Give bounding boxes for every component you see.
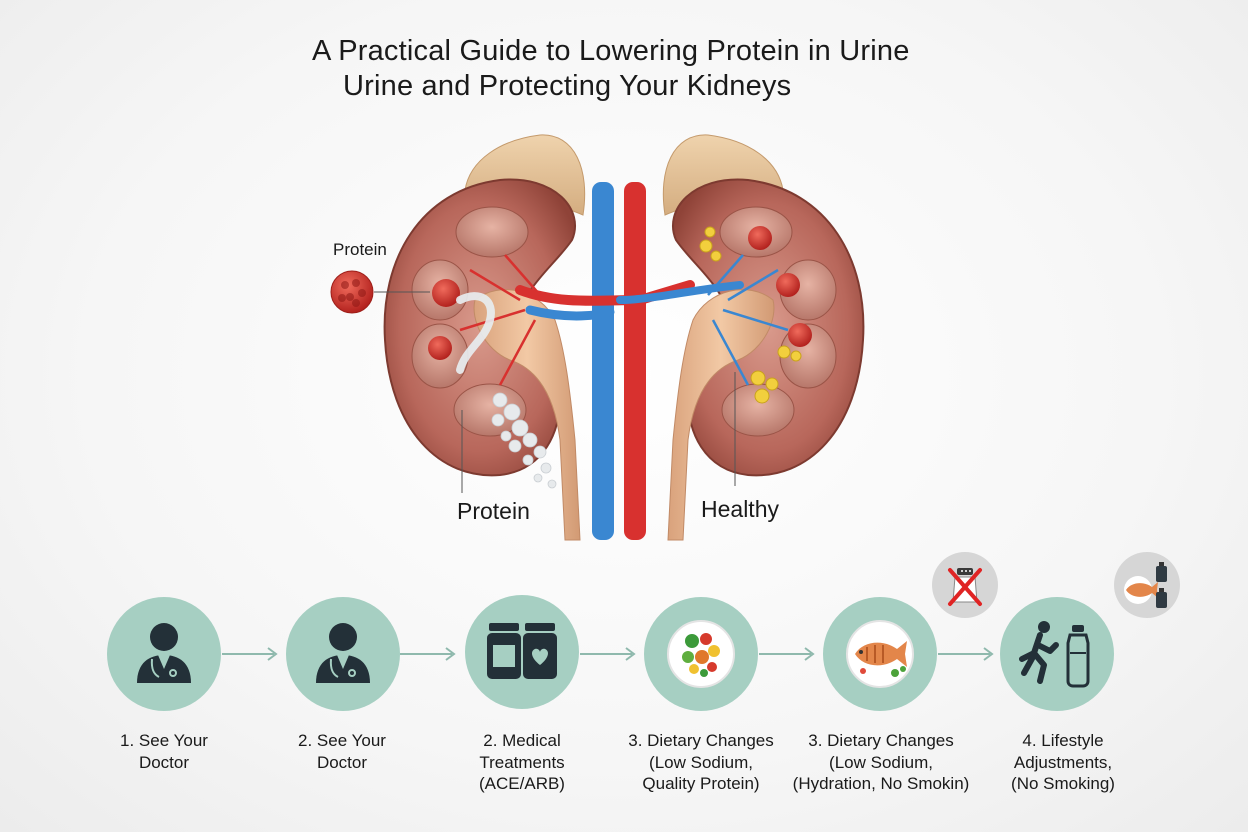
step-label-5-line-2: (Low Sodium, [829,752,933,772]
step-label-1-line-1: 1. See Your [120,731,208,750]
step-arrow-1 [222,647,278,661]
step-label-4-line-2: (Low Sodium, [649,752,753,772]
step-label-5: 3. Dietary Changes (Low Sodium, (Hydrati… [783,730,979,795]
step-label-6-line-3: (No Smoking) [1011,774,1115,793]
fish-water-icon [1124,562,1167,608]
step-label-2: 2. See Your Doctor [247,730,437,773]
medicine-bottles-icon [487,623,557,679]
doctor-icon [316,623,370,683]
step-label-4-line-1: 3. Dietary Changes [628,731,774,750]
step-label-3-line-1: 2. Medical [483,731,561,750]
healthy-kidney-label: Healthy [701,496,779,522]
step-label-6: 4. Lifestyle Adjustments, (No Smoking) [968,730,1158,795]
step-label-2-line-2: Doctor [316,752,368,772]
healthy-plate-icon [667,620,735,688]
page-title-line-2: Urine and Protecting Your Kidneys [343,70,792,102]
protein-callout-label: Protein [333,240,387,259]
no-salt-badge [932,552,998,618]
page-title-line-1: A Practical Guide to Lowering Protein in… [312,35,910,67]
step-label-6-line-1: 4. Lifestyle [1022,731,1104,750]
fish-water-badge [1114,552,1180,618]
step-label-4: 3. Dietary Changes (Low Sodium, Quality … [606,730,796,795]
step-label-4-line-3: Quality Protein) [642,774,760,793]
step-label-6-line-2: Adjustments, [1013,752,1113,772]
protein-kidney-label: Protein [457,498,530,524]
step-3-circle [465,595,579,709]
step-4-circle [644,597,758,711]
running-water-bottle-icon [1019,621,1090,688]
doctor-icon [137,623,191,683]
step-label-1-line-2: Doctor [138,752,190,772]
step-label-3-line-2: Treatments [479,752,565,772]
step-label-3: 2. Medical Treatments (ACE/ARB) [427,730,617,795]
step-2-circle [286,597,400,711]
fish-plate-icon [846,620,914,688]
step-6-circle [1000,597,1114,711]
step-label-3-line-3: (ACE/ARB) [479,774,565,793]
step-5-circle [823,597,937,711]
no-salt-icon [948,568,982,606]
step-arrow-4 [759,647,815,661]
step-label-1: 1. See Your Doctor [69,730,259,773]
step-1-circle [107,597,221,711]
step-arrow-5 [938,647,994,661]
step-label-5-line-3: (Hydration, No Smokin) [792,774,970,793]
step-label-2-line-1: 2. See Your [298,731,386,750]
step-arrow-2 [400,647,456,661]
kidney-illustration [330,134,865,541]
step-arrow-3 [580,647,636,661]
step-label-5-line-1: 3. Dietary Changes [808,731,954,750]
